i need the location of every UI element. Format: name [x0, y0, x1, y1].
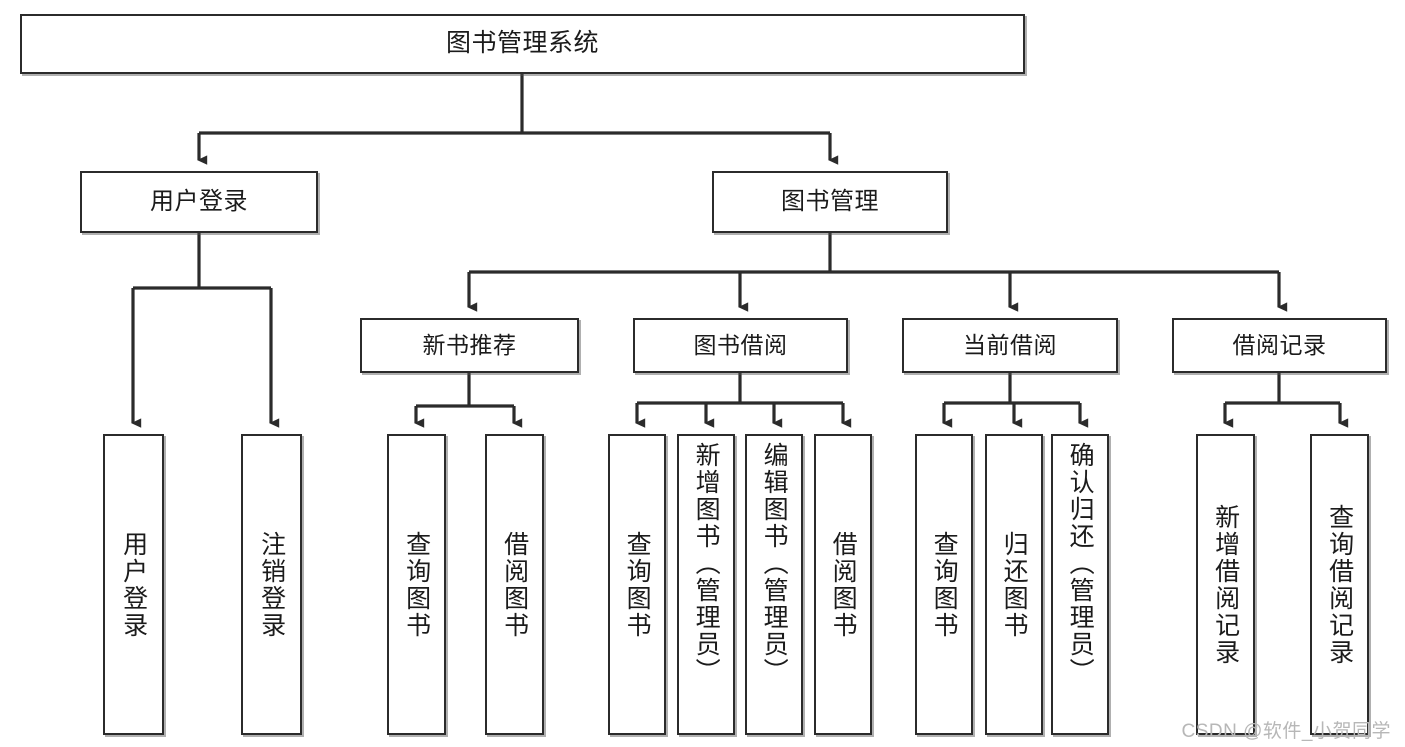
node-leaf-query-record[interactable]: 查询借阅记录 [1310, 434, 1369, 735]
node-leaf-query-book-2[interactable]: 查询图书 [608, 434, 666, 735]
node-leaf-logout[interactable]: 注销登录 [241, 434, 302, 735]
node-user-login[interactable]: 用户登录 [80, 171, 318, 233]
node-root[interactable]: 图书管理系统 [20, 14, 1025, 74]
node-leaf-add-book-label: 新增图书（管理员） [692, 442, 721, 685]
node-leaf-query-book-3[interactable]: 查询图书 [915, 434, 973, 735]
node-leaf-borrow-book-2-label: 借阅图书 [829, 530, 858, 639]
node-leaf-confirm-return-label: 确认归还（管理员） [1066, 442, 1095, 685]
node-book-borrow-label: 图书借阅 [693, 331, 788, 358]
node-leaf-add-record[interactable]: 新增借阅记录 [1196, 434, 1255, 735]
node-leaf-borrow-book-1-label: 借阅图书 [500, 530, 529, 639]
node-leaf-add-book[interactable]: 新增图书（管理员） [677, 434, 735, 735]
node-leaf-confirm-return[interactable]: 确认归还（管理员） [1051, 434, 1109, 735]
node-current-borrow[interactable]: 当前借阅 [902, 318, 1118, 373]
node-leaf-query-record-label: 查询借阅记录 [1325, 503, 1354, 666]
node-leaf-add-record-label: 新增借阅记录 [1211, 503, 1240, 666]
node-leaf-return-book[interactable]: 归还图书 [985, 434, 1043, 735]
node-book-manage-label: 图书管理 [781, 187, 879, 215]
node-borrow-record[interactable]: 借阅记录 [1172, 318, 1387, 373]
node-leaf-borrow-book-2[interactable]: 借阅图书 [814, 434, 872, 735]
node-leaf-user-login-label: 用户登录 [119, 530, 148, 639]
node-leaf-edit-book-label: 编辑图书（管理员） [760, 442, 789, 685]
node-leaf-logout-label: 注销登录 [257, 530, 286, 639]
node-leaf-query-book-2-label: 查询图书 [623, 530, 652, 639]
node-new-book-rec[interactable]: 新书推荐 [360, 318, 579, 373]
node-leaf-query-book-1-label: 查询图书 [402, 530, 431, 639]
node-book-borrow[interactable]: 图书借阅 [633, 318, 848, 373]
csdn-watermark: CSDN @软件_小贺同学 [1181, 721, 1391, 742]
node-current-borrow-label: 当前借阅 [963, 331, 1057, 358]
node-borrow-record-label: 借阅记录 [1232, 331, 1327, 358]
node-leaf-edit-book[interactable]: 编辑图书（管理员） [745, 434, 803, 735]
node-leaf-return-book-label: 归还图书 [1000, 530, 1029, 639]
node-new-book-rec-label: 新书推荐 [422, 331, 517, 358]
node-leaf-borrow-book-1[interactable]: 借阅图书 [485, 434, 544, 735]
node-leaf-user-login[interactable]: 用户登录 [103, 434, 164, 735]
node-root-label: 图书管理系统 [445, 29, 599, 58]
node-leaf-query-book-3-label: 查询图书 [930, 530, 959, 639]
node-leaf-query-book-1[interactable]: 查询图书 [387, 434, 446, 735]
node-user-login-label: 用户登录 [150, 187, 248, 215]
node-book-manage[interactable]: 图书管理 [712, 171, 948, 233]
